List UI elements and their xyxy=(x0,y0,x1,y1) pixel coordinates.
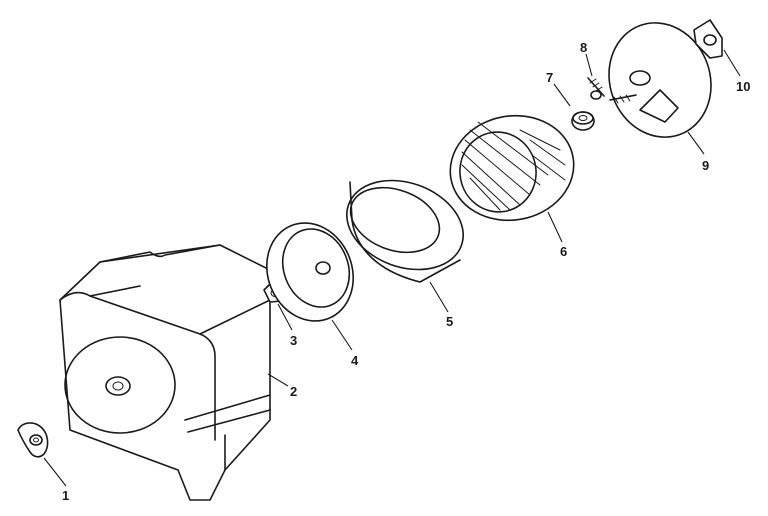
leader-lines xyxy=(43,49,741,487)
callout-6: 6 xyxy=(560,244,567,259)
leader-6 xyxy=(547,211,563,243)
leader-7 xyxy=(553,83,571,107)
leader-10 xyxy=(723,49,741,77)
part-7-spacer xyxy=(571,111,595,131)
part-2-cover xyxy=(59,244,271,501)
callout-10: 10 xyxy=(736,79,750,94)
part-6-filter-element xyxy=(449,114,575,222)
callout-5: 5 xyxy=(446,314,453,329)
callout-8: 8 xyxy=(580,40,587,55)
leader-2 xyxy=(267,373,289,387)
callout-7: 7 xyxy=(546,70,553,85)
callout-1: 1 xyxy=(62,488,69,503)
part-1-wing-nut xyxy=(17,422,49,458)
leader-1 xyxy=(43,457,67,487)
leader-3 xyxy=(277,303,293,331)
leader-4 xyxy=(331,319,353,351)
leader-9 xyxy=(687,131,705,155)
part-9-back-plate xyxy=(608,22,712,138)
callout-9: 9 xyxy=(702,158,709,173)
callout-2: 2 xyxy=(290,384,297,399)
leader-8 xyxy=(585,53,593,77)
callout-3: 3 xyxy=(290,333,297,348)
part-10-gasket xyxy=(693,19,723,59)
callout-labels: 1 2 3 4 5 6 7 8 9 10 xyxy=(62,40,750,503)
part-4-disc xyxy=(265,222,355,322)
leader-5 xyxy=(429,281,449,313)
part-8-screw xyxy=(587,77,605,100)
part-5-precleaner-sleeve xyxy=(346,179,464,283)
callout-4: 4 xyxy=(351,353,359,368)
